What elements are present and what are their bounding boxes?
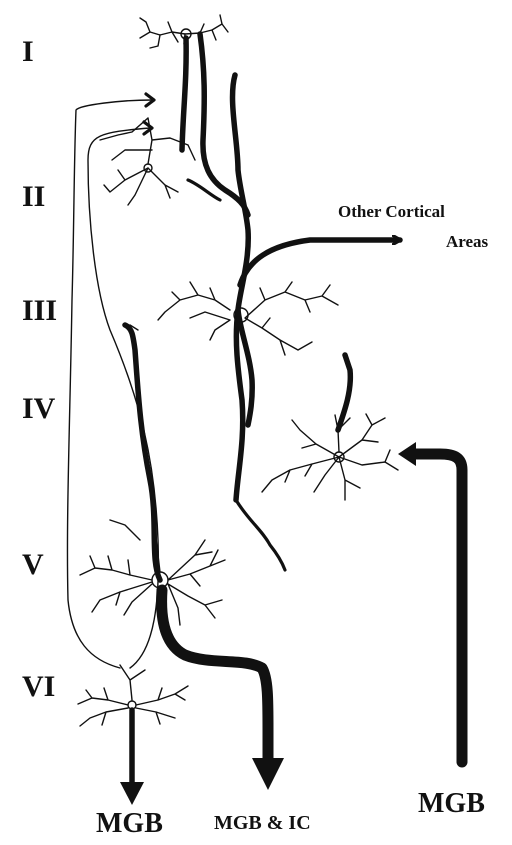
main-axon xyxy=(182,34,285,570)
label-other-cortical: Other Cortical xyxy=(338,202,445,222)
label-mgb-right: MGB xyxy=(418,788,485,820)
label-other-cortical-areas: Areas xyxy=(446,232,488,252)
recurrent-loop xyxy=(67,94,158,668)
layer-iv-neuron xyxy=(262,355,398,500)
layer-v-axon xyxy=(125,325,160,580)
cortical-projection xyxy=(240,240,400,285)
label-mgb-left: MGB xyxy=(96,808,163,840)
mgb-left-output xyxy=(120,710,144,805)
mgb-input xyxy=(398,442,462,762)
label-mgb-ic: MGB & IC xyxy=(214,812,311,835)
